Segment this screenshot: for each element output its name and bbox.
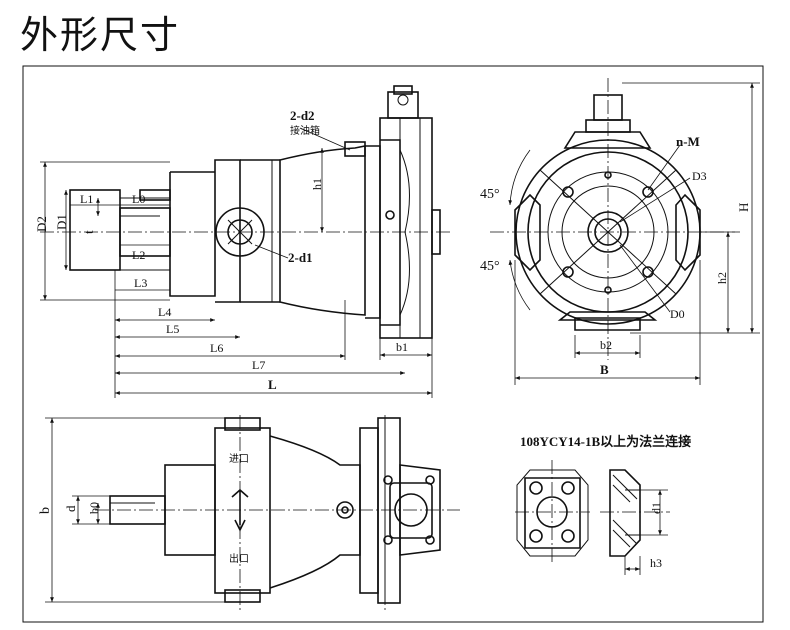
label-nM: n-M <box>676 134 700 149</box>
label-L3: L3 <box>134 276 147 290</box>
label-t: t <box>81 230 96 234</box>
top-view-dimensions <box>45 417 225 603</box>
pump-top-view <box>95 415 460 612</box>
label-L5: L5 <box>166 322 179 336</box>
label-flange-note: 108YCY14-1B以上为法兰连接 <box>520 434 691 449</box>
label-D2: D2 <box>34 216 49 232</box>
pump-side-view <box>40 85 450 339</box>
label-H: H <box>736 203 751 212</box>
label-L1: L1 <box>80 192 93 206</box>
label-L6: L6 <box>210 341 223 355</box>
label-outlet: 出口 <box>229 552 249 565</box>
flange-front-detail <box>515 460 590 565</box>
label-L7: L7 <box>252 358 265 372</box>
label-d1-note: 2-d1 <box>288 250 313 265</box>
page-title: 外形尺寸 <box>20 13 181 57</box>
side-view-dimensions <box>40 127 433 398</box>
drawing-frame <box>22 65 764 623</box>
label-d2-note: 2-d2 <box>290 108 315 123</box>
label-inlet: 进口 <box>229 453 249 465</box>
label-b1: b1 <box>396 340 408 354</box>
label-h1: h1 <box>310 178 324 190</box>
label-D1: D1 <box>54 214 69 230</box>
label-h2: h2 <box>715 272 729 284</box>
label-d: d <box>63 505 78 512</box>
label-angle2: 45° <box>480 259 500 274</box>
front-view-dimensions <box>508 82 760 385</box>
label-b2: b2 <box>600 338 612 352</box>
label-d1: d1 <box>649 502 663 514</box>
label-b: b <box>38 507 53 514</box>
label-D3: D3 <box>692 169 707 183</box>
label-D0: D0 <box>670 307 685 321</box>
pump-front-view <box>490 78 740 360</box>
label-oil-drain: 接油箱 <box>290 124 320 137</box>
label-L0: L0 <box>132 192 145 206</box>
flange-section-detail <box>600 469 670 575</box>
label-h3: h3 <box>650 556 662 570</box>
label-B: B <box>600 362 609 377</box>
label-L4: L4 <box>158 305 171 319</box>
label-b0: b0 <box>87 502 101 514</box>
label-L: L <box>268 377 277 392</box>
label-L2: L2 <box>132 248 145 262</box>
label-angle1: 45° <box>480 187 500 202</box>
